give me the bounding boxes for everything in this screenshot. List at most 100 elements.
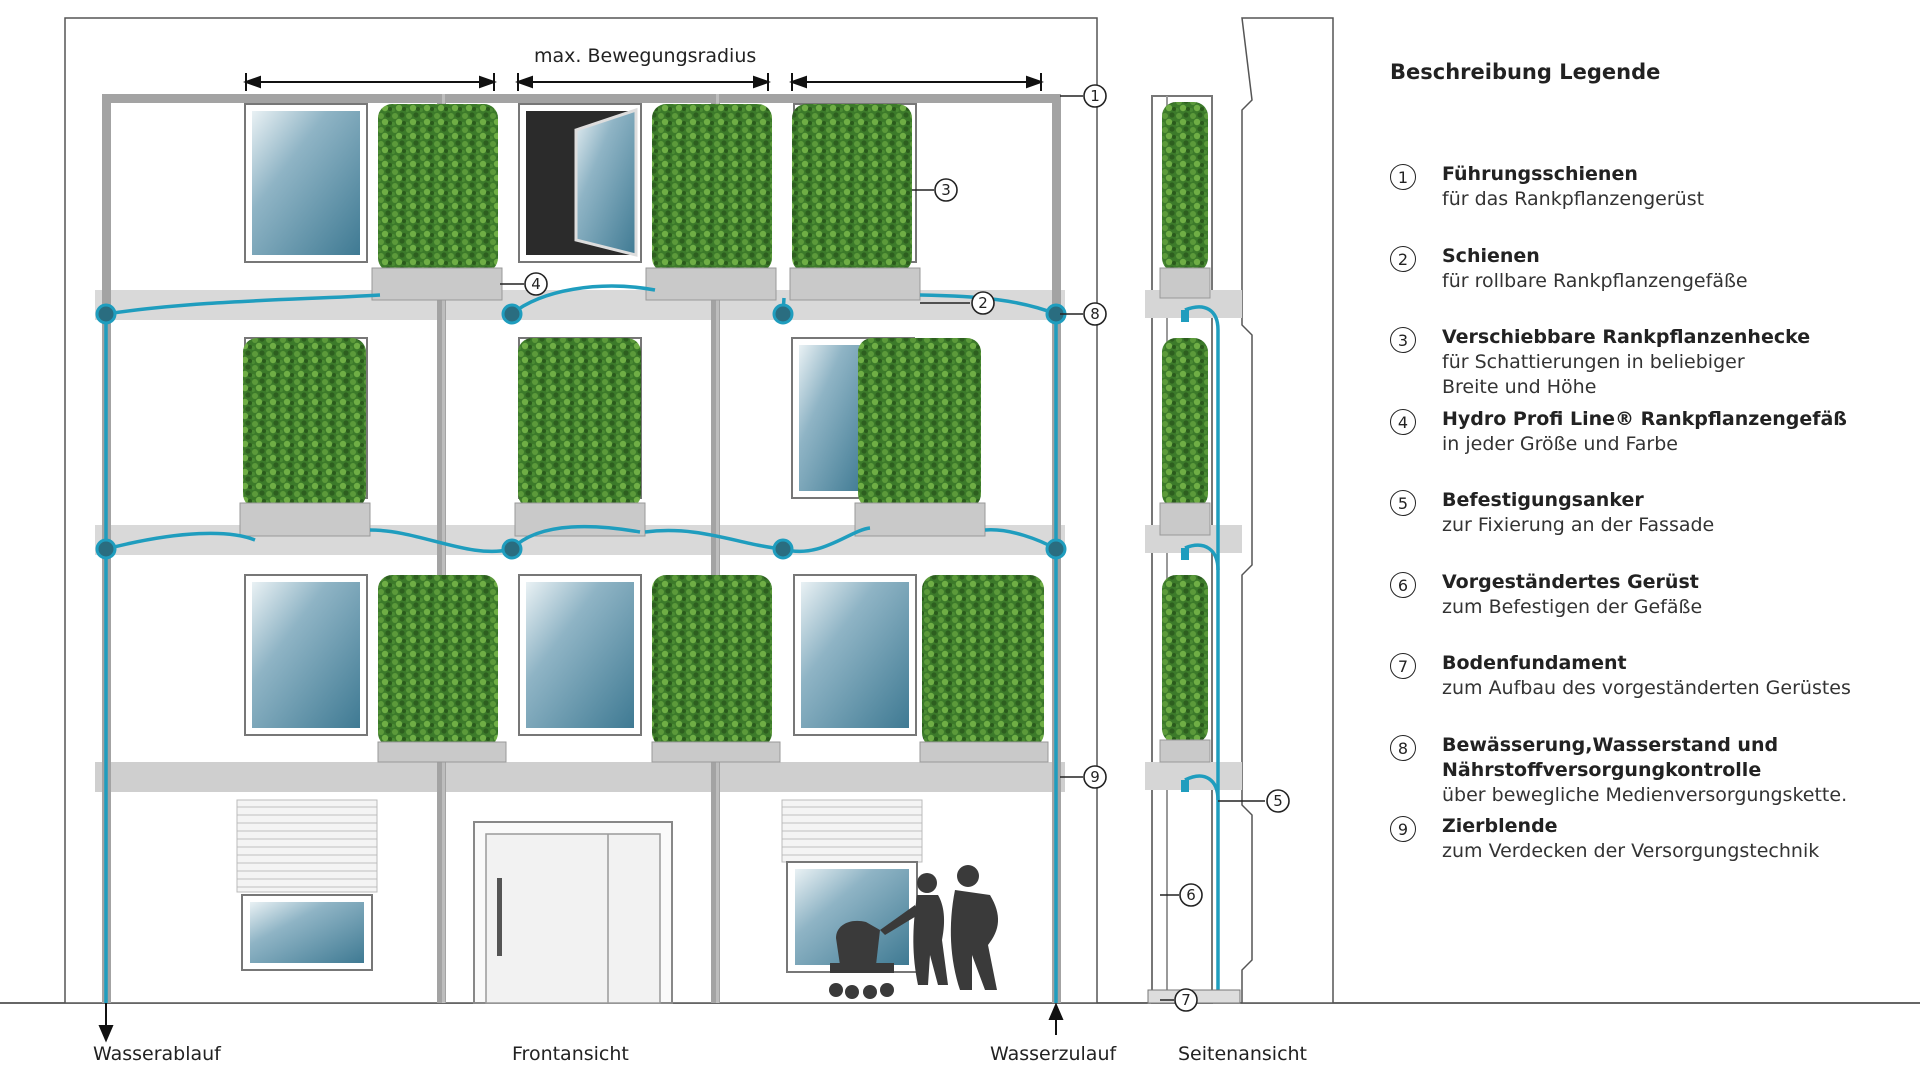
legend-description: zum Befestigen der Gefäße xyxy=(1442,595,1703,618)
door-handle xyxy=(497,878,502,956)
plant-pot xyxy=(651,741,781,763)
legend-number: 2 xyxy=(1390,245,1416,272)
window xyxy=(801,582,909,728)
callout-circle xyxy=(1083,302,1107,326)
legend-heading: Befestigungsanker xyxy=(1442,489,1644,511)
roller-shutter xyxy=(781,799,923,863)
plant-pot xyxy=(854,502,986,537)
legend-item: 3 Verschiebbare Rankpflanzenhecke für Scha… xyxy=(1390,325,1910,407)
callout-number: 3 xyxy=(941,181,951,199)
floor3-plant-hedges xyxy=(377,575,1049,763)
plant-pot xyxy=(371,267,503,301)
legend-heading: Bodenfundament xyxy=(1442,652,1627,674)
side-plant xyxy=(1162,575,1208,743)
legend-panel: Beschreibung Legende 1 Führungsschienen fü… xyxy=(1390,60,1910,896)
plant-pot xyxy=(239,502,371,537)
ground-floor xyxy=(236,799,923,1004)
plant-hedge xyxy=(518,338,641,508)
side-plant xyxy=(1162,338,1208,508)
window xyxy=(252,111,360,255)
callout-number: 9 xyxy=(1090,768,1100,786)
side-pot xyxy=(1159,502,1211,536)
legend-heading: Hydro Profi Line® Rankpflanzengefäß xyxy=(1442,407,1847,430)
floor2-plant-hedges xyxy=(239,338,986,537)
legend-description: zum Verdecken der Versorgungstechnik xyxy=(1442,840,1820,862)
legend-number: 1 xyxy=(1390,164,1416,190)
pipe-joints xyxy=(95,303,1067,560)
flow-arrows xyxy=(98,1002,1064,1043)
callout-leaders xyxy=(500,95,1265,1001)
window xyxy=(526,582,634,728)
legend-heading: Führungsschienen xyxy=(1442,163,1638,185)
legend-heading: Zierblende xyxy=(1442,815,1558,837)
dimension-arrows xyxy=(243,73,1044,91)
legend-number: 5 xyxy=(1390,490,1416,516)
window xyxy=(252,582,360,728)
callout-number: 1 xyxy=(1090,87,1100,105)
callout-number: 8 xyxy=(1090,305,1100,323)
callout-number: 6 xyxy=(1186,886,1196,904)
legend-title: Beschreibung Legende xyxy=(1390,60,1661,84)
callout-circle xyxy=(934,178,958,202)
legend-number: 7 xyxy=(1390,653,1416,679)
legend-item: 8 Bewässerung,Wasserstand und Nährstoffve… xyxy=(1390,733,1910,815)
legend-item: 5 Befestigungsanker zur Fixierung an der F… xyxy=(1390,488,1910,570)
legend-heading: Verschiebbare Rankpflanzenhecke xyxy=(1442,326,1811,348)
legend-heading: Schienen xyxy=(1442,244,1540,267)
plant-hedge xyxy=(243,338,366,508)
floor1-plant-hedges xyxy=(371,104,921,301)
plant-pot xyxy=(789,267,921,301)
callout-circle xyxy=(1266,789,1290,813)
legend-description: für Schattierungen in beliebiger Breite … xyxy=(1442,351,1745,398)
callout-circle xyxy=(524,272,548,296)
callout-number: 7 xyxy=(1181,991,1191,1009)
plant-pot xyxy=(645,267,777,301)
callout-circle xyxy=(1179,883,1203,907)
plant-pot xyxy=(377,741,507,763)
callout-circle xyxy=(1083,84,1107,108)
side-pot xyxy=(1159,739,1211,763)
dimension-label: max. Bewegungsradius xyxy=(534,45,757,67)
legend-number: 3 xyxy=(1390,327,1416,353)
water-inlet-label: Wasserzulauf xyxy=(990,1043,1117,1065)
legend-description: für das Rankpflanzengerüst xyxy=(1442,188,1705,210)
window xyxy=(250,902,364,963)
plant-hedge xyxy=(922,575,1044,747)
legend-heading: Bewässerung,Wasserstand und Nährstoffver… xyxy=(1442,733,1779,781)
plant-pot xyxy=(919,741,1049,763)
plant-hedge xyxy=(652,575,772,747)
people-silhouette xyxy=(829,865,999,999)
frame-posts-inner xyxy=(442,94,719,1003)
legend-description: über bewegliche Medienversorgungskette. xyxy=(1442,783,1848,806)
plant-hedge xyxy=(652,104,772,272)
side-pot xyxy=(1159,267,1211,299)
callout-number: 4 xyxy=(531,275,541,293)
side-view-label: Seitenansicht xyxy=(1178,1043,1308,1065)
legend-description: in jeder Größe und Farbe xyxy=(1442,432,1678,455)
legend-item: 1 Führungsschienen für das Rankpflanzenger… xyxy=(1390,162,1910,244)
roller-shutter xyxy=(236,799,378,893)
plant-hedge xyxy=(378,104,498,272)
legend-number: 4 xyxy=(1390,408,1416,435)
side-plant xyxy=(1162,102,1208,272)
plant-hedge xyxy=(378,575,498,747)
window-sash xyxy=(574,107,638,257)
guide-rail-top xyxy=(102,94,1060,103)
floor3-windows xyxy=(244,574,917,736)
side-wall xyxy=(1241,17,1334,1004)
water-outlet-label: Wasserablauf xyxy=(93,1043,221,1065)
plant-hedge xyxy=(792,104,912,272)
water-supply-pipes xyxy=(104,284,1058,1003)
callout-circle xyxy=(971,291,995,315)
callout-number: 2 xyxy=(978,294,988,312)
legend-description: zur Fixierung an der Fassade xyxy=(1442,514,1715,536)
legend-list: 1 Führungsschienen für das Rankpflanzenger… xyxy=(1390,162,1910,896)
callout-circle xyxy=(1174,988,1198,1012)
legend-number: 8 xyxy=(1390,734,1416,761)
